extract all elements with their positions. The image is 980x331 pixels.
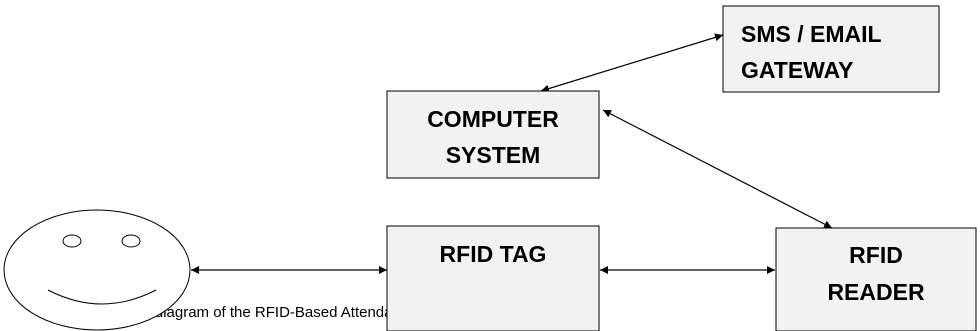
- node-sms-email-gateway-line1: SMS / EMAIL: [741, 21, 882, 47]
- node-rfid-reader-line1: RFID: [849, 242, 903, 268]
- connector-computer-reader: [602, 109, 833, 229]
- node-rfid-reader-line2: READER: [827, 279, 925, 305]
- node-sms-email-gateway: SMS / EMAIL GATEWAY: [722, 5, 940, 93]
- node-computer-system: COMPUTER SYSTEM: [386, 90, 600, 179]
- node-rfid-tag: RFID TAG: [386, 225, 600, 331]
- node-rfid-tag-line1: RFID TAG: [440, 241, 547, 267]
- node-sms-email-gateway-line2: GATEWAY: [741, 57, 853, 83]
- smiley-mouth: [47, 289, 157, 305]
- node-computer-system-line1: COMPUTER: [427, 106, 559, 132]
- user-smiley: [3, 209, 191, 331]
- connector-computer-gateway: [540, 33, 724, 93]
- smiley-left-eye: [62, 234, 82, 248]
- node-rfid-reader: RFID READER: [775, 227, 977, 331]
- smiley-face-icon: [3, 209, 191, 331]
- node-computer-system-line2: SYSTEM: [446, 142, 541, 168]
- smiley-right-eye: [121, 234, 141, 248]
